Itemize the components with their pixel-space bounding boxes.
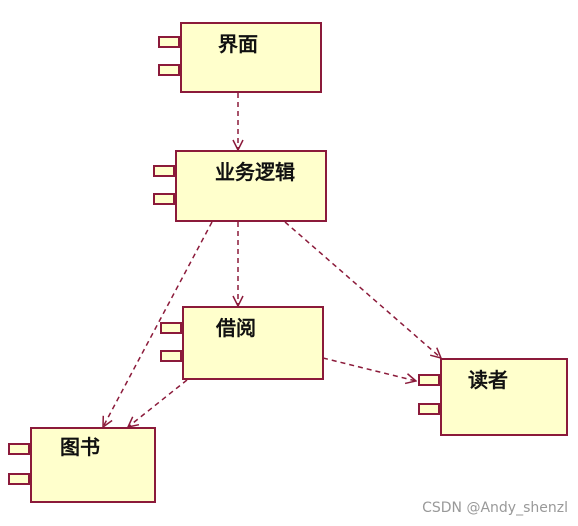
- dependency-business-logic-to-book: [103, 221, 213, 427]
- component-book-label: 图书: [60, 435, 100, 459]
- component-business-logic-port-bottom: [153, 193, 175, 205]
- component-borrow-label: 借阅: [216, 316, 256, 340]
- watermark-text: CSDN @Andy_shenzl: [422, 500, 568, 516]
- component-reader-label: 读者: [468, 368, 508, 392]
- component-business-logic-label: 业务逻辑: [215, 160, 295, 184]
- component-ui-port-bottom: [158, 64, 180, 76]
- component-reader: 读者: [440, 358, 568, 436]
- component-book-port-top: [8, 443, 30, 455]
- component-reader-port-bottom: [418, 403, 440, 415]
- component-business-logic: 业务逻辑: [175, 150, 327, 222]
- component-reader-port-top: [418, 374, 440, 386]
- component-book-port-bottom: [8, 473, 30, 485]
- dependency-borrow-to-reader: [322, 357, 416, 381]
- component-borrow-port-top: [160, 322, 182, 334]
- component-ui-port-top: [158, 36, 180, 48]
- component-book: 图书: [30, 427, 156, 503]
- component-ui-label: 界面: [218, 32, 258, 56]
- component-ui: 界面: [180, 22, 322, 93]
- dependency-business-logic-to-reader: [284, 221, 441, 358]
- component-borrow: 借阅: [182, 306, 324, 380]
- dependency-borrow-to-book: [128, 379, 188, 427]
- component-borrow-port-bottom: [160, 350, 182, 362]
- component-business-logic-port-top: [153, 165, 175, 177]
